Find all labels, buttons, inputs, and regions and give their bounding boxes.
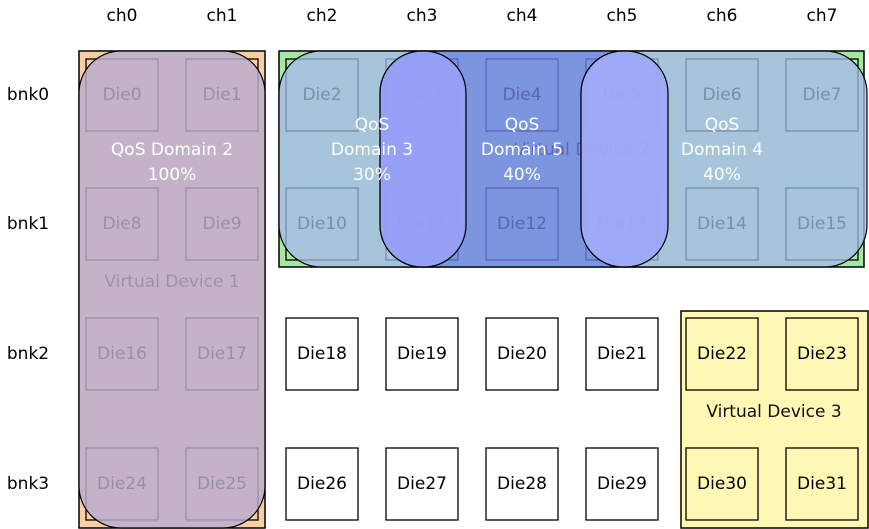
qos-domain-qd3-line-0: QoS [355, 115, 390, 135]
die-box-Die23 [785, 317, 859, 391]
qos-domain-qd5-line-0: QoS [505, 115, 540, 135]
die-label-Die23: Die23 [797, 344, 847, 364]
qos-domain-qd4-line-0: QoS [705, 115, 740, 135]
die-label-Die30: Die30 [697, 474, 747, 494]
die-box-Die18 [285, 317, 359, 391]
qos-domain-qd4-line-2: 40% [703, 165, 741, 185]
die-label-Die20: Die20 [497, 344, 547, 364]
die-box-Die21 [585, 317, 659, 391]
qos-domain-qd2 [78, 50, 266, 529]
die-label-Die27: Die27 [397, 474, 447, 494]
qos-domain-qd5-line-2: 40% [503, 165, 541, 185]
bank-label-bnk1: bnk1 [7, 214, 49, 234]
die-box-Die31 [785, 447, 859, 521]
die-label-Die31: Die31 [797, 474, 847, 494]
die-label-Die18: Die18 [297, 344, 347, 364]
channel-label-ch6: ch6 [707, 6, 738, 26]
channel-label-ch4: ch4 [507, 6, 538, 26]
qos-domain-qd2-line-0: QoS Domain 2 [111, 140, 233, 160]
virtual-device-3-label: Virtual Device 3 [706, 402, 841, 422]
channel-label-ch7: ch7 [807, 6, 838, 26]
die-box-Die22 [685, 317, 759, 391]
die-label-Die21: Die21 [597, 344, 647, 364]
die-label-Die29: Die29 [597, 474, 647, 494]
die-box-Die20 [485, 317, 559, 391]
channel-label-ch3: ch3 [407, 6, 438, 26]
qos-domain-qd5-line-1: Domain 5 [481, 140, 563, 160]
die-box-Die26 [285, 447, 359, 521]
qos-domain-qd2-line-1: 100% [148, 165, 197, 185]
channel-label-ch0: ch0 [107, 6, 138, 26]
qos-domain-qd3-line-1: Domain 3 [331, 140, 413, 160]
virtual-device-vd3 [680, 310, 869, 529]
die-box-Die27 [385, 447, 459, 521]
qos-domain-qd4b [580, 50, 669, 268]
die-label-Die28: Die28 [497, 474, 547, 494]
channel-label-ch1: ch1 [207, 6, 238, 26]
channel-label-ch5: ch5 [607, 6, 638, 26]
qos-domain-qd4-line-1: Domain 4 [681, 140, 763, 160]
qos-domain-qd3b [379, 50, 467, 268]
die-label-Die19: Die19 [397, 344, 447, 364]
channel-label-ch2: ch2 [307, 6, 338, 26]
qos-domain-qd3-line-2: 30% [353, 165, 391, 185]
bank-label-bnk3: bnk3 [7, 474, 49, 494]
bank-label-bnk0: bnk0 [7, 85, 49, 105]
die-box-Die28 [485, 447, 559, 521]
die-box-Die29 [585, 447, 659, 521]
bank-label-bnk2: bnk2 [7, 344, 49, 364]
die-label-Die22: Die22 [697, 344, 747, 364]
die-box-Die19 [385, 317, 459, 391]
die-label-Die26: Die26 [297, 474, 347, 494]
die-box-Die30 [685, 447, 759, 521]
